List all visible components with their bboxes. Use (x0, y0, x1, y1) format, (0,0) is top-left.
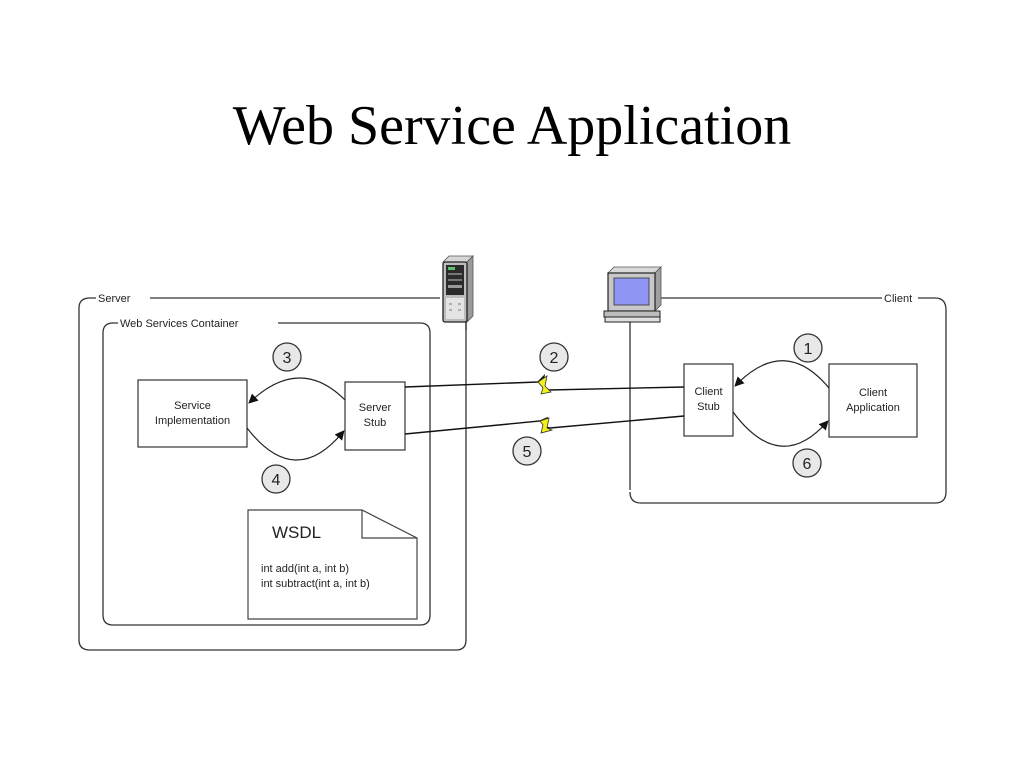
arrow-step-4 (246, 427, 345, 461)
step-4-badge: 4 (261, 464, 291, 494)
wsdl-heading: WSDL (272, 523, 321, 542)
step-1-label: 1 (804, 341, 813, 358)
wsdl-line-2: int subtract(int a, int b) (261, 578, 370, 590)
client-label: Client (884, 293, 912, 305)
server-stub-label-2: Stub (364, 417, 387, 429)
step-1-badge: 1 (793, 333, 823, 363)
container-label: Web Services Container (120, 318, 239, 330)
slide-title: Web Service Application (232, 95, 792, 157)
client-application-box (828, 363, 918, 438)
arrow-step-3 (248, 377, 346, 404)
step-4-label: 4 (272, 472, 281, 489)
client-stub-box (683, 363, 734, 437)
step-6-badge: 6 (792, 448, 822, 478)
server-stub-label-1: Server (359, 402, 392, 414)
client-application-label-1: Client (859, 387, 887, 399)
client-group: Client Client Stub Client Application (603, 266, 947, 504)
wsdl-document (247, 509, 418, 620)
server-tower-icon (442, 255, 474, 323)
server-label: Server (98, 293, 131, 305)
server-stub-box (344, 381, 406, 451)
server-group: Server Web Services Container Service Im… (78, 255, 474, 651)
desktop-computer-icon (603, 266, 662, 323)
step-6-label: 6 (803, 456, 812, 473)
step-2-badge: 2 (539, 342, 569, 372)
step-5-label: 5 (523, 444, 532, 461)
network-link-request (404, 373, 685, 395)
wsdl-fold (361, 510, 417, 539)
wsdl-line-1: int add(int a, int b) (261, 563, 349, 575)
step-2-label: 2 (550, 350, 559, 367)
server-boundary (78, 297, 467, 651)
arrow-step-6 (732, 411, 829, 447)
container-boundary (102, 322, 431, 626)
client-stub-label-2: Stub (697, 401, 720, 413)
step-5-badge: 5 (512, 436, 542, 466)
service-implementation-box (137, 379, 248, 448)
client-application-label-2: Application (846, 402, 900, 414)
client-stub-label-1: Client (694, 386, 722, 398)
service-implementation-label-1: Service (174, 400, 211, 412)
arrow-step-1 (734, 360, 830, 389)
network-link-response (404, 415, 685, 435)
step-3-label: 3 (283, 350, 292, 367)
client-boundary (629, 297, 947, 504)
service-implementation-label-2: Implementation (155, 415, 230, 427)
step-3-badge: 3 (272, 342, 302, 372)
